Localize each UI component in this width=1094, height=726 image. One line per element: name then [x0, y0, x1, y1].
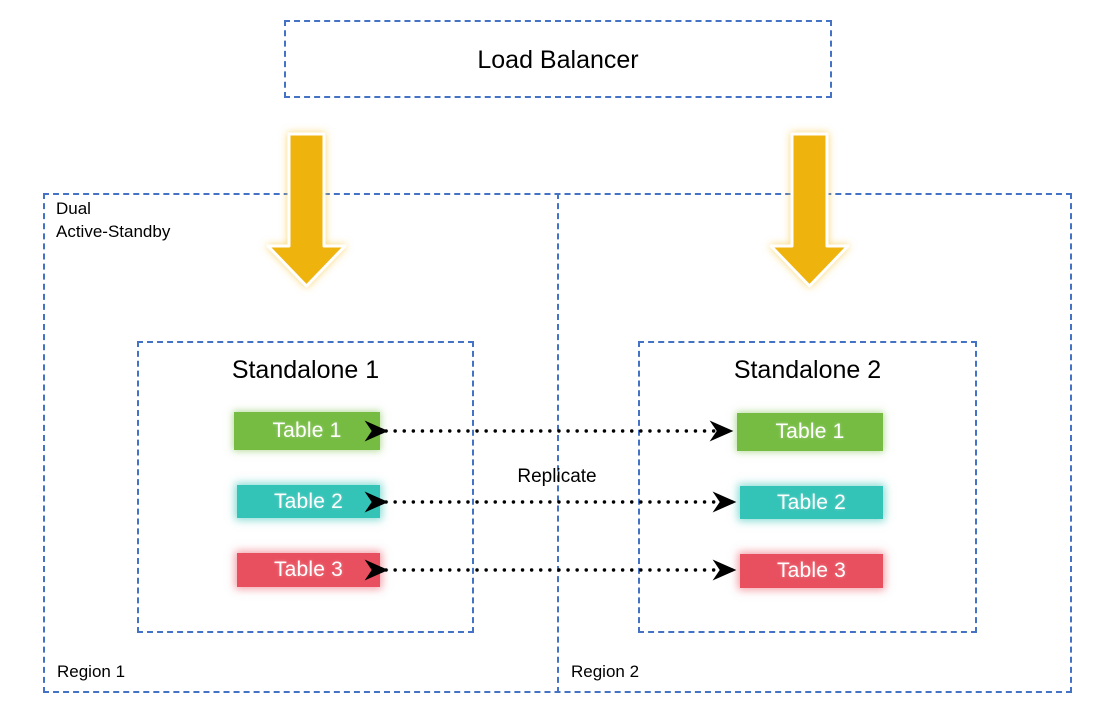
- standalone-1-table-2[interactable]: Table 2: [237, 485, 380, 518]
- table-chip-label: Table 2: [776, 490, 847, 514]
- table-chip-label: Table 1: [272, 419, 342, 442]
- standalone-1-box[interactable]: [137, 341, 474, 633]
- table-chip-label: Table 3: [273, 558, 344, 581]
- region-divider: [557, 193, 559, 693]
- region-2-label: Region 2: [571, 662, 640, 681]
- standalone-2-title: Standalone 2: [733, 356, 882, 384]
- load-balancer-label: Load Balancer: [477, 46, 639, 74]
- region-1-label: Region 1: [57, 662, 126, 681]
- table-chip-label: Table 2: [273, 489, 344, 513]
- standalone-2-table-1[interactable]: Table 1: [737, 413, 883, 451]
- standalone-2-table-3[interactable]: Table 3: [740, 554, 883, 588]
- standalone-1-table-3[interactable]: Table 3: [237, 553, 380, 587]
- standalone-1-table-1[interactable]: Table 1: [234, 412, 380, 450]
- replicate-label: Replicate: [517, 466, 597, 487]
- standalone-2-table-2[interactable]: Table 2: [740, 486, 883, 519]
- dual-active-standby-note: Dual Active-Standby: [56, 199, 171, 241]
- table-chip-label: Table 1: [775, 420, 845, 443]
- standalone-2-box[interactable]: [638, 341, 977, 633]
- table-chip-label: Table 3: [776, 559, 847, 582]
- standalone-1-title: Standalone 1: [231, 356, 380, 384]
- load-balancer-box[interactable]: [284, 20, 832, 98]
